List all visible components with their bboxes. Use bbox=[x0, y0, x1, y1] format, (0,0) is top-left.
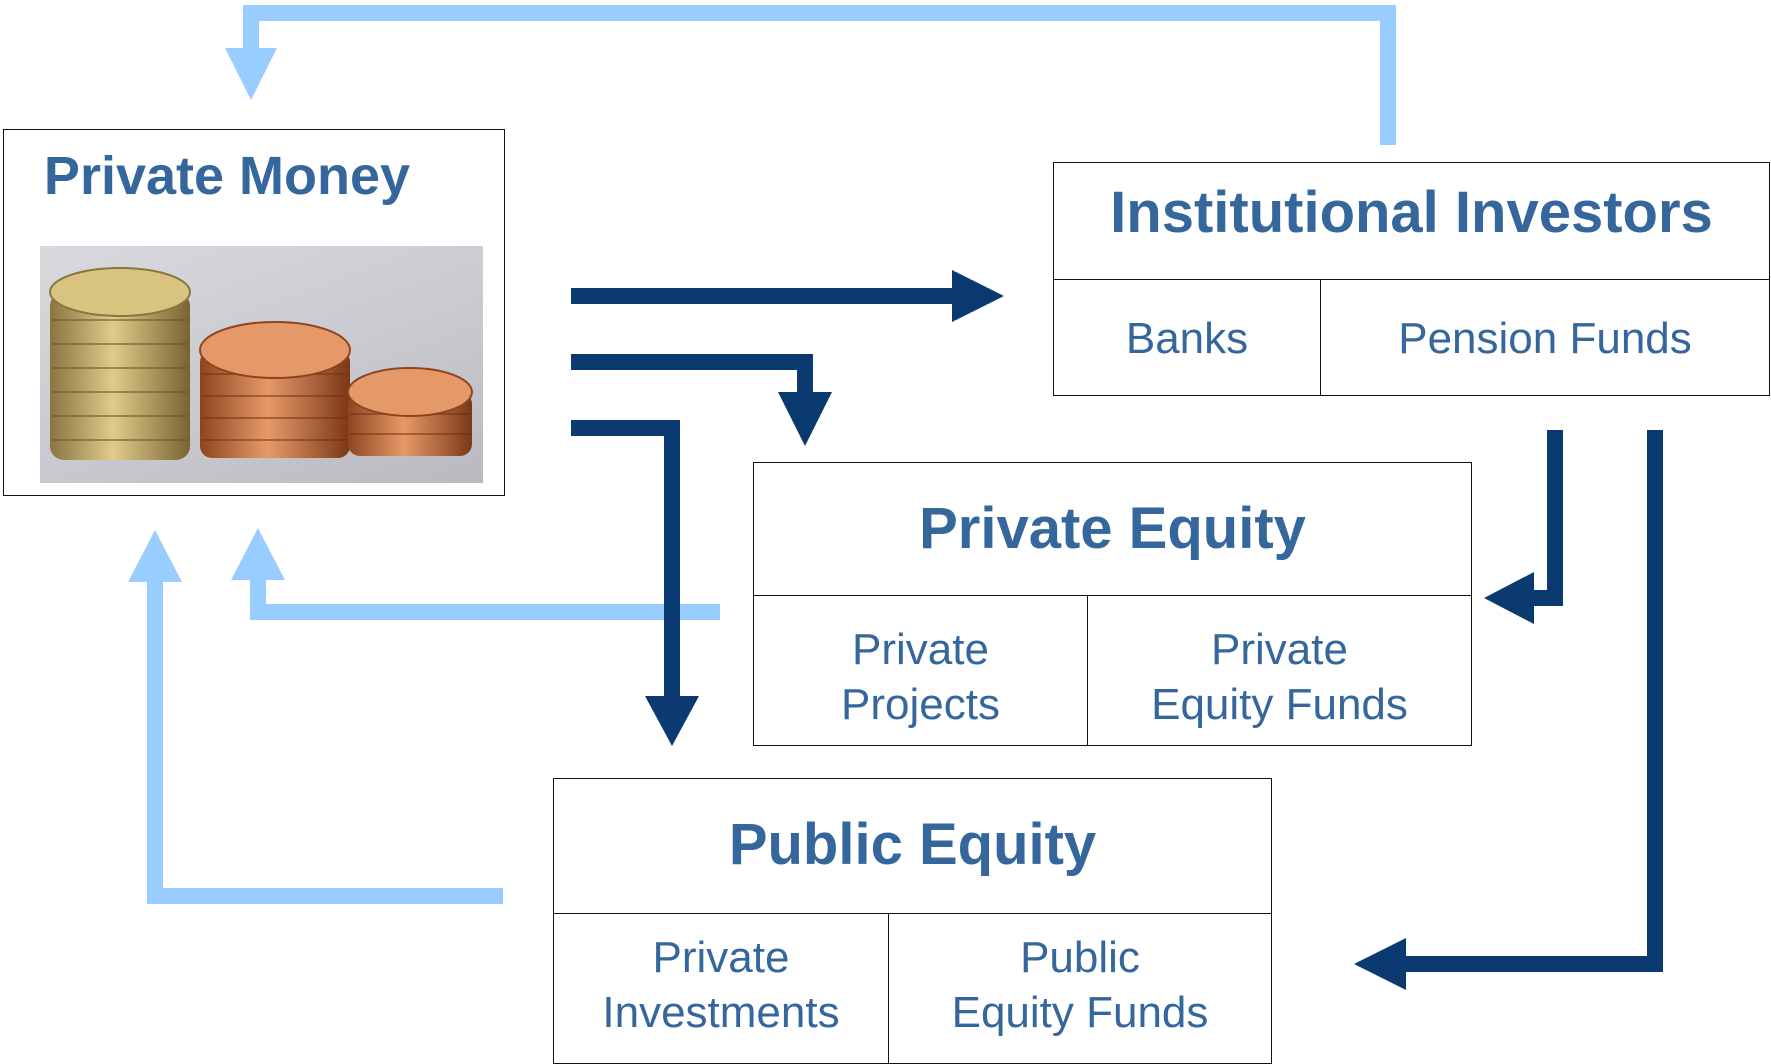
arrow-private-money-to-public-equity bbox=[571, 420, 680, 702]
divider bbox=[754, 595, 1471, 596]
return-arrowhead-left bbox=[128, 530, 182, 582]
arrowhead-to-institutional bbox=[952, 270, 1004, 322]
return-arrowhead-mid bbox=[231, 528, 285, 580]
arrowhead-to-public-equity bbox=[645, 696, 699, 746]
arrowhead-pension-to-public-equity bbox=[1354, 938, 1406, 990]
cell-private-equity-funds: Private Equity Funds bbox=[1088, 596, 1471, 745]
return-arrow-institutional-to-private-money bbox=[243, 5, 1396, 145]
return-arrow-private-equity-to-private-money bbox=[250, 573, 720, 620]
cell-private-investments: Private Investments bbox=[554, 914, 888, 1064]
divider bbox=[1054, 279, 1769, 280]
divider bbox=[888, 913, 889, 1063]
arrowhead-banks-to-private-equity bbox=[1484, 572, 1534, 624]
return-arrow-public-equity-to-private-money bbox=[147, 570, 503, 904]
private-money-box: Private Money bbox=[3, 129, 505, 496]
institutional-investors-box: Institutional Investors Banks Pension Fu… bbox=[1053, 162, 1770, 396]
cell-private-projects-text: Private Projects bbox=[841, 624, 1000, 729]
arrow-private-money-to-private-equity bbox=[571, 354, 813, 396]
public-equity-box: Public Equity Private Investments Public… bbox=[553, 778, 1272, 1064]
arrow-banks-to-private-equity bbox=[1523, 430, 1563, 606]
private-equity-box: Private Equity Private Projects Private … bbox=[753, 462, 1472, 746]
divider bbox=[1087, 595, 1088, 745]
coin-stacks-image bbox=[49, 267, 473, 460]
cell-banks: Banks bbox=[1125, 314, 1249, 363]
gold-coin-stack bbox=[49, 267, 191, 460]
cell-public-equity-funds-text: Public Equity Funds bbox=[951, 933, 1209, 1037]
cell-private-projects: Private Projects bbox=[754, 596, 1087, 745]
private-money-title: Private Money bbox=[43, 146, 411, 206]
cell-private-equity-funds-text: Private Equity Funds bbox=[1151, 624, 1408, 729]
cell-public-equity-funds: Public Equity Funds bbox=[889, 914, 1271, 1064]
arrowhead-to-private-equity bbox=[778, 392, 832, 446]
arrow-pension-to-public-equity bbox=[1395, 430, 1663, 972]
small-copper-coin-stack bbox=[347, 367, 473, 456]
divider bbox=[1320, 279, 1321, 395]
institutional-investors-title: Institutional Investors bbox=[1110, 180, 1713, 245]
private-equity-title: Private Equity bbox=[919, 496, 1306, 561]
divider bbox=[554, 913, 1271, 914]
cell-private-investments-text: Private Investments bbox=[602, 933, 840, 1037]
return-arrowhead-top bbox=[225, 48, 277, 100]
public-equity-title: Public Equity bbox=[728, 812, 1097, 877]
copper-coin-stack bbox=[199, 321, 351, 458]
coins-photo bbox=[40, 246, 483, 483]
cell-pension-funds: Pension Funds bbox=[1398, 314, 1692, 363]
